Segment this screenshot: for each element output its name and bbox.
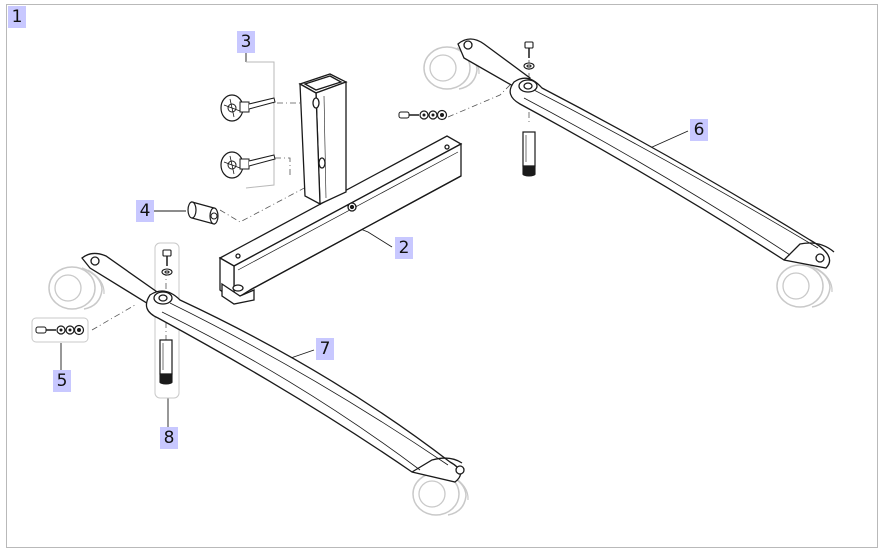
callout-5: 5 [53, 370, 71, 392]
pin-assembly-left [159, 249, 173, 385]
mast-tube [298, 73, 348, 206]
figure-label: 1 [8, 6, 26, 28]
base-crossbar [218, 135, 463, 305]
right-leg [423, 38, 835, 308]
callout-3: 3 [237, 31, 255, 53]
bolt-set-right [398, 109, 448, 121]
callout-8: 8 [160, 427, 178, 449]
callout-6: 6 [690, 119, 708, 141]
diagram-frame [6, 4, 878, 548]
callout-4: 4 [136, 200, 154, 222]
knob-screw-upper [220, 94, 276, 122]
part5-bracket [31, 317, 89, 343]
callout-7: 7 [316, 338, 334, 360]
left-leg [48, 252, 469, 516]
knob-screw-lower [220, 151, 276, 179]
pin-assembly-right [522, 41, 536, 177]
spacer-bushing [187, 201, 219, 225]
callout-2: 2 [395, 237, 413, 259]
bolt-set-left [35, 324, 85, 336]
part3-bracket [245, 61, 275, 189]
